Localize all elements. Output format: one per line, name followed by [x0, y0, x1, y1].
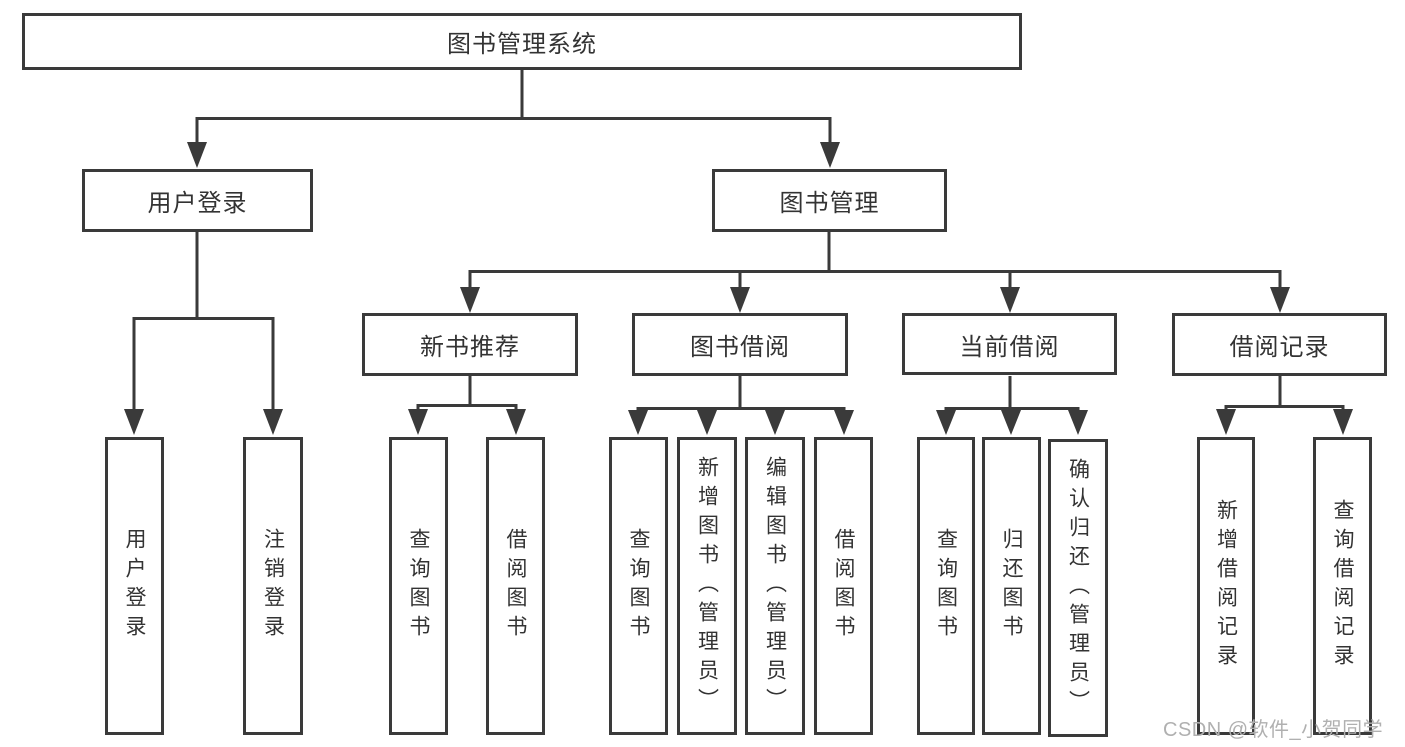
- leaf-confirm-return-admin-label: 确认归还（管理员）: [1066, 457, 1090, 719]
- node-book-management-label: 图书管理: [779, 190, 880, 217]
- leaf-query-books-current-label: 查询图书: [934, 528, 958, 644]
- node-new-book-recommend: 新书推荐: [362, 313, 578, 376]
- leaf-return-book-label: 归还图书: [1000, 528, 1023, 644]
- csdn-watermark: CSDN @软件_小贺同学: [1163, 719, 1384, 741]
- leaf-borrow-books-recommend-label: 借阅图书: [504, 528, 527, 644]
- leaf-query-borrow-record: 查询借阅记录: [1313, 437, 1372, 735]
- connector-book-management-branch: [460, 232, 1290, 313]
- leaf-query-books-recommend: 查询图书: [389, 437, 448, 735]
- leaf-query-books-borrowing-label: 查询图书: [627, 528, 650, 644]
- node-book-borrowing: 图书借阅: [632, 313, 848, 376]
- node-root: 图书管理系统: [22, 13, 1022, 70]
- connector-user-login-branch: [124, 232, 283, 435]
- leaf-logout: 注销登录: [243, 437, 303, 735]
- leaf-add-borrow-record-label: 新增借阅记录: [1214, 499, 1238, 673]
- node-root-label: 图书管理系统: [447, 31, 597, 58]
- leaf-borrow-books-borrowing-label: 借阅图书: [832, 528, 855, 644]
- leaf-borrow-books-recommend: 借阅图书: [486, 437, 545, 735]
- leaf-edit-book-admin: 编辑图书（管理员）: [745, 437, 805, 735]
- leaf-user-login: 用户登录: [105, 437, 164, 735]
- leaf-confirm-return-admin: 确认归还（管理员）: [1048, 439, 1108, 737]
- leaf-borrow-books-borrowing: 借阅图书: [814, 437, 873, 735]
- leaf-query-books-current: 查询图书: [917, 437, 975, 735]
- leaf-add-borrow-record: 新增借阅记录: [1197, 437, 1255, 735]
- node-current-borrowing: 当前借阅: [902, 313, 1117, 375]
- leaf-return-book: 归还图书: [982, 437, 1041, 735]
- connector-current-borrowing-branch: [936, 376, 1088, 435]
- node-new-book-recommend-label: 新书推荐: [420, 334, 520, 361]
- node-current-borrowing-label: 当前借阅: [959, 333, 1060, 361]
- node-user-login: 用户登录: [82, 169, 313, 232]
- leaf-query-books-recommend-label: 查询图书: [407, 528, 430, 644]
- leaf-user-login-label: 用户登录: [123, 528, 146, 644]
- connector-root-branch: [187, 70, 840, 168]
- node-book-management: 图书管理: [712, 169, 947, 232]
- connector-new-book-branch: [408, 376, 526, 435]
- node-user-login-label: 用户登录: [147, 190, 248, 217]
- leaf-query-books-borrowing: 查询图书: [609, 437, 668, 735]
- leaf-logout-label: 注销登录: [261, 528, 285, 644]
- leaf-add-book-admin-label: 新增图书（管理员）: [695, 455, 719, 717]
- connector-book-borrowing-branch: [628, 376, 854, 435]
- leaf-add-book-admin: 新增图书（管理员）: [677, 437, 737, 735]
- connector-borrowing-records-branch: [1216, 376, 1353, 435]
- node-book-borrowing-label: 图书借阅: [690, 334, 790, 361]
- leaf-query-borrow-record-label: 查询借阅记录: [1331, 499, 1354, 673]
- node-borrowing-records: 借阅记录: [1172, 313, 1387, 376]
- node-borrowing-records-label: 借阅记录: [1229, 334, 1330, 361]
- leaf-edit-book-admin-label: 编辑图书（管理员）: [763, 455, 787, 717]
